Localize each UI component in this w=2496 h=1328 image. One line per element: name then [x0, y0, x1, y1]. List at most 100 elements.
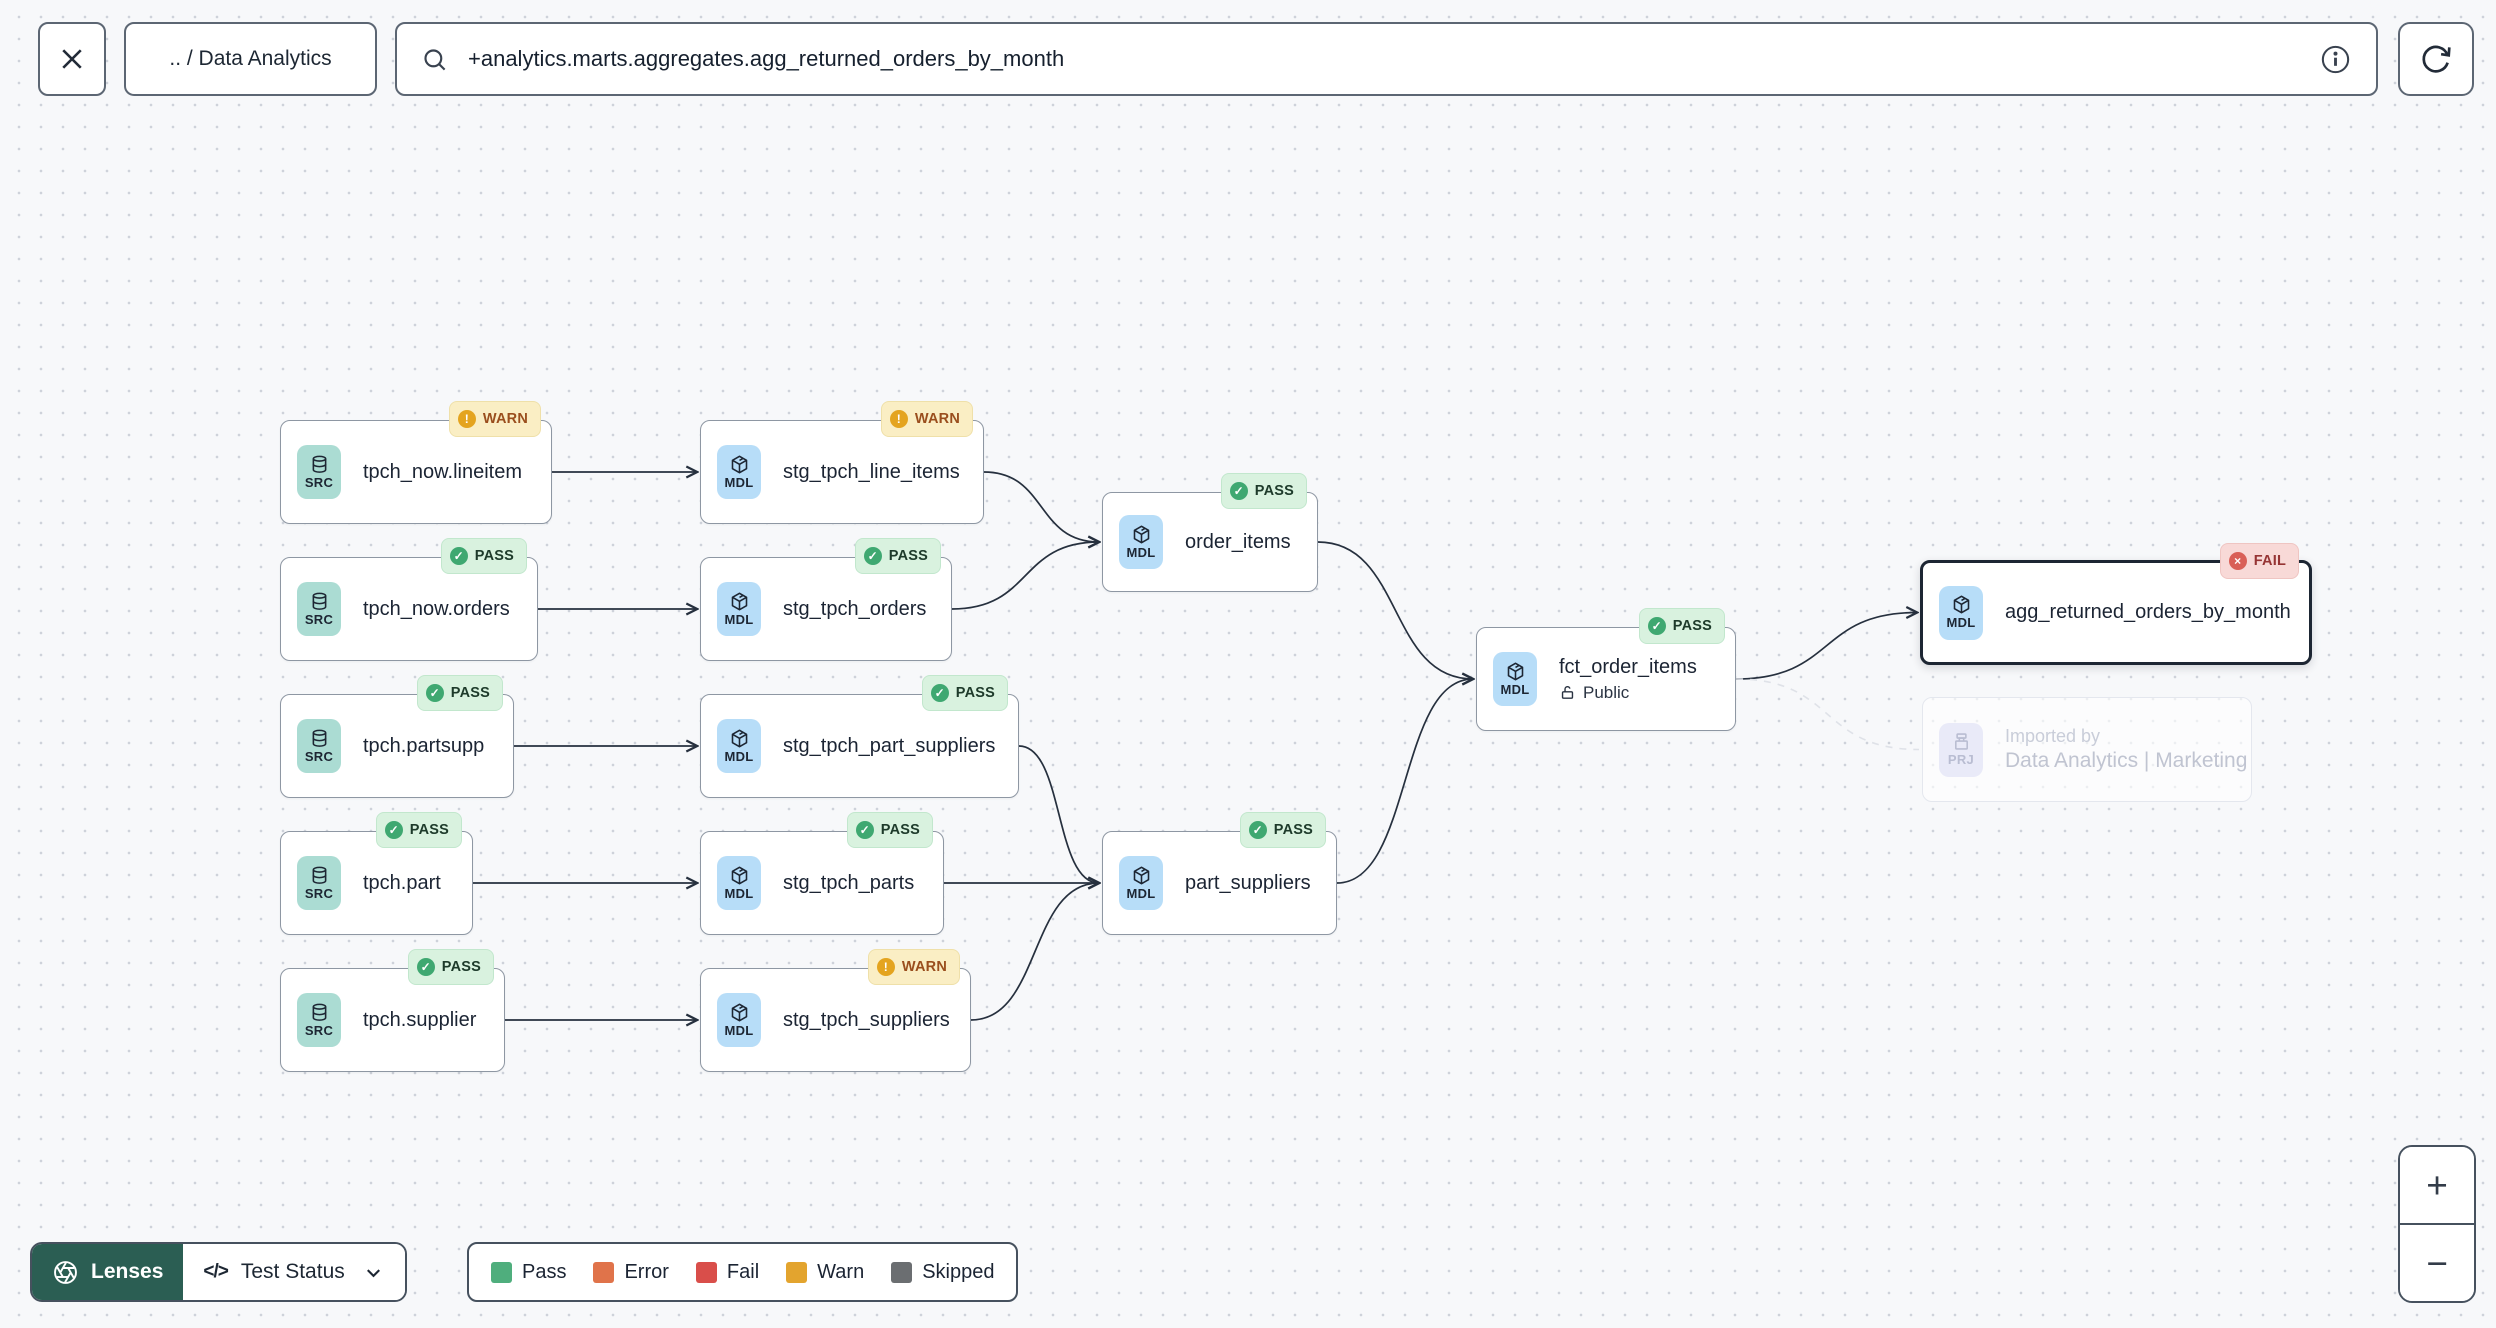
node-type-caption: SRC: [304, 1022, 334, 1038]
legend-item-skipped: Skipped: [891, 1261, 994, 1284]
legend-label: Error: [624, 1260, 669, 1283]
node-type-icon-box: SRC: [297, 856, 341, 910]
node-type-caption: MDL: [724, 1022, 754, 1038]
lineage-node-order_items[interactable]: ✓ PASS MDL order_items: [1102, 473, 1318, 592]
node-type-icon-box: MDL: [1493, 652, 1537, 706]
node-title: tpch.partsupp: [363, 734, 485, 757]
lenses-button[interactable]: Lenses: [32, 1244, 184, 1300]
edge-part_suppliers-to-fct_order_items: [1336, 679, 1473, 884]
lineage-node-stg_tpch_orders[interactable]: ✓ PASS MDL stg_tpch_orders: [700, 538, 952, 661]
node-subtitle: Imported by: [2005, 726, 2101, 746]
lineage-node-tpch_part[interactable]: ✓ PASS SRC tpch.part: [280, 812, 473, 935]
lineage-node-stg_tpch_part_suppliers[interactable]: ✓ PASS MDL stg_tpch_part_suppliers: [700, 675, 1019, 798]
status-label: PASS: [1672, 618, 1712, 634]
node-type-caption: MDL: [1500, 681, 1530, 697]
refresh-button[interactable]: [2398, 22, 2474, 96]
code-icon: </>: [203, 1261, 229, 1282]
legend-swatch: [695, 1261, 717, 1283]
edge-fct_order_items-to-agg_returned_orders_by_month: [1735, 613, 1917, 680]
edge-stg_tpch_orders-to-order_items: [951, 542, 1099, 610]
lineage-node-part_suppliers[interactable]: ✓ PASS MDL part_suppliers: [1102, 812, 1337, 935]
status-icon: ✓: [449, 547, 468, 565]
status-icon: ✓: [384, 821, 403, 839]
cube-icon: [1131, 865, 1152, 886]
legend-label: Warn: [817, 1260, 865, 1283]
info-icon[interactable]: [2319, 43, 2352, 76]
node-type-icon-box: MDL: [1119, 515, 1163, 569]
legend-label: Fail: [726, 1260, 760, 1283]
status-badge: ✓ PASS: [440, 538, 527, 574]
close-button[interactable]: [38, 22, 106, 96]
cube-icon: [1505, 661, 1526, 682]
node-title: stg_tpch_line_items: [783, 460, 960, 483]
status-badge: ! WARN: [867, 949, 960, 985]
node-type-caption: SRC: [304, 474, 334, 490]
legend-label: Pass: [522, 1260, 567, 1283]
node-title: Data Analytics | Marketing: [2005, 749, 2248, 772]
status-badge: ✓ PASS: [846, 812, 933, 848]
node-title: stg_tpch_orders: [783, 597, 927, 620]
status-label: PASS: [441, 959, 481, 975]
node-title: stg_tpch_suppliers: [783, 1008, 950, 1031]
status-badge: ✓ PASS: [1638, 608, 1725, 644]
database-icon: [309, 865, 330, 886]
search-input[interactable]: [466, 45, 2301, 73]
cube-icon: [729, 454, 750, 475]
status-badge: ✓ PASS: [921, 675, 1008, 711]
cube-icon: [729, 591, 750, 612]
status-badge: ✓ PASS: [1239, 812, 1326, 848]
lineage-node-fct_order_items[interactable]: ✓ PASS MDL fct_order_items Public: [1476, 608, 1736, 731]
lineage-node-tpch_now_orders[interactable]: ✓ PASS SRC tpch_now.orders: [280, 538, 538, 661]
edge-fct_order_items-to-imported_by: [1735, 678, 1920, 751]
lineage-node-tpch_supplier[interactable]: ✓ PASS SRC tpch.supplier: [280, 949, 505, 1072]
lens-control: Lenses </> Test Status: [30, 1242, 407, 1302]
edge-stg_tpch_line_items-to-order_items: [983, 471, 1099, 542]
lineage-node-agg_returned_orders_by_month[interactable]: × FAIL MDL agg_returned_orders_by_month: [1920, 543, 2312, 665]
lineage-node-tpch_now_lineitem[interactable]: ! WARN SRC tpch_now.lineitem: [280, 401, 552, 524]
node-type-caption: MDL: [724, 748, 754, 764]
status-icon: !: [457, 410, 476, 428]
status-label: PASS: [409, 822, 449, 838]
lineage-node-stg_tpch_line_items[interactable]: ! WARN MDL stg_tpch_line_items: [700, 401, 984, 524]
node-title: tpch.part: [363, 871, 441, 894]
node-type-icon-box: SRC: [297, 993, 341, 1047]
lens-selector[interactable]: </> Test Status: [183, 1244, 405, 1300]
search-bar[interactable]: [395, 22, 2378, 96]
node-type-icon-box: MDL: [717, 993, 761, 1047]
zoom-control: + −: [2398, 1145, 2476, 1303]
cube-icon: [729, 865, 750, 886]
status-label: PASS: [880, 822, 920, 838]
node-type-icon-box: SRC: [297, 719, 341, 773]
lineage-node-stg_tpch_parts[interactable]: ✓ PASS MDL stg_tpch_parts: [700, 812, 944, 935]
node-type-caption: MDL: [724, 885, 754, 901]
status-icon: ✓: [416, 958, 435, 976]
lineage-node-stg_tpch_suppliers[interactable]: ! WARN MDL stg_tpch_suppliers: [700, 949, 971, 1072]
legend-swatch: [491, 1261, 512, 1283]
node-type-icon-box: MDL: [717, 856, 761, 910]
node-type-icon-box: MDL: [717, 445, 761, 499]
legend-swatch: [786, 1261, 808, 1283]
database-icon: [309, 1002, 330, 1023]
chevron-down-icon: [362, 1261, 385, 1284]
status-icon: ✓: [1248, 821, 1267, 839]
status-badge: ! WARN: [448, 401, 541, 437]
node-type-icon-box: MDL: [717, 582, 761, 636]
refresh-icon: [2419, 42, 2453, 76]
zoom-in-button[interactable]: +: [2400, 1147, 2474, 1225]
status-icon: ✓: [1229, 482, 1248, 500]
legend-item-fail: Fail: [695, 1260, 760, 1284]
zoom-out-button[interactable]: −: [2400, 1225, 2474, 1301]
close-icon: [57, 44, 87, 74]
status-label: PASS: [955, 685, 995, 701]
legend-swatch: [593, 1261, 615, 1283]
breadcrumb[interactable]: .. / Data Analytics: [124, 22, 377, 96]
edge-stg_tpch_part_suppliers-to-part_suppliers: [1018, 745, 1099, 883]
visibility-label: Public: [1583, 682, 1630, 702]
node-title: tpch_now.orders: [363, 597, 510, 620]
lineage-node-imported_by[interactable]: PRJ Imported by Data Analytics | Marketi…: [1922, 697, 2252, 802]
lineage-node-tpch_partsupp[interactable]: ✓ PASS SRC tpch.partsupp: [280, 675, 514, 798]
node-type-caption: SRC: [304, 611, 334, 627]
node-type-icon-box: MDL: [1939, 585, 1983, 640]
status-label: PASS: [450, 685, 490, 701]
